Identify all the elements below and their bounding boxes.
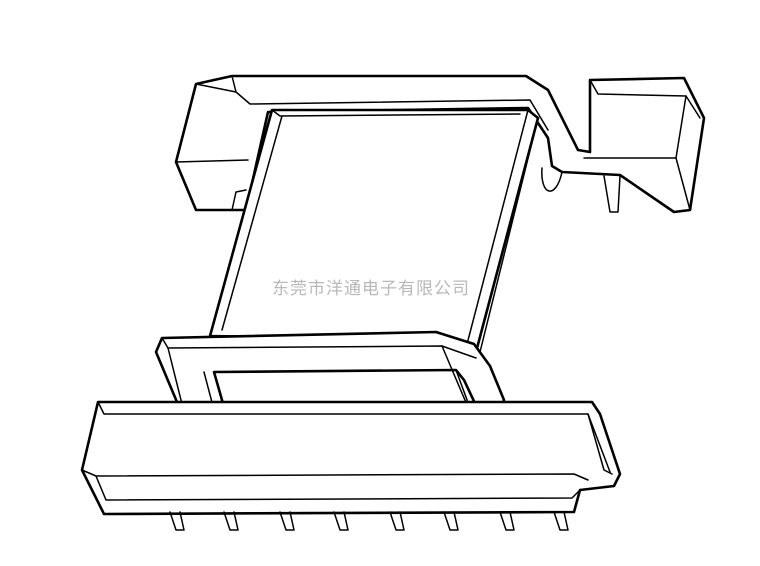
terminal-pin — [553, 511, 569, 531]
terminal-pin — [389, 511, 405, 531]
terminal-pin — [499, 511, 515, 531]
company-watermark: 东莞市洋通电子有限公司 — [272, 279, 470, 299]
terminal-pin — [223, 511, 239, 531]
terminal-pin — [333, 511, 349, 531]
terminal-pin — [279, 511, 295, 531]
base-block — [80, 400, 622, 516]
terminal-pin — [169, 511, 185, 531]
terminal-pin — [443, 511, 459, 531]
terminal-pins — [169, 511, 569, 531]
